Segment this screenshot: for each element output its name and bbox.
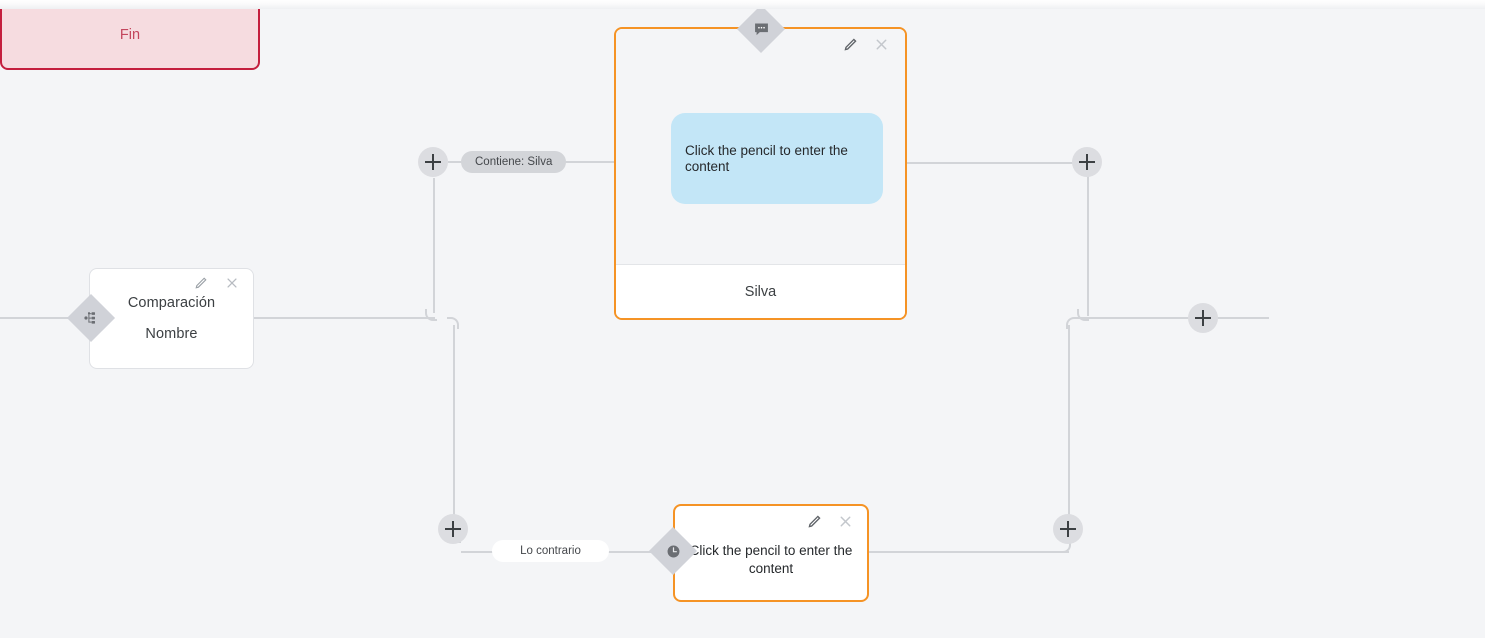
message-bubble: Click the pencil to enter the content	[671, 113, 883, 204]
close-icon[interactable]	[838, 514, 853, 529]
node-comparacion-tools	[194, 276, 239, 290]
node-small-message-tools	[807, 514, 853, 529]
close-icon[interactable]	[225, 276, 239, 290]
pencil-icon[interactable]	[194, 276, 208, 290]
small-message-text: Click the pencil to enter the content	[689, 543, 853, 576]
edge-merge-corner-top	[1077, 309, 1089, 321]
node-small-message[interactable]: Click the pencil to enter the content	[673, 504, 869, 602]
edge-corner-up	[425, 309, 437, 321]
add-node-end[interactable]	[1188, 303, 1218, 333]
node-message-body: Click the pencil to enter the content	[616, 29, 905, 264]
edge-branch-up	[433, 178, 435, 313]
compare-node-handle[interactable]	[66, 293, 116, 343]
end-label: Fin	[119, 27, 141, 43]
node-end[interactable]: Fin	[0, 0, 260, 70]
comparacion-subtitle: Nombre	[145, 326, 198, 342]
edge-msg-out	[907, 162, 1083, 164]
message-bubble-text: Click the pencil to enter the content	[685, 142, 848, 174]
message-node-handle[interactable]	[736, 4, 786, 54]
add-node-top-left[interactable]	[418, 147, 448, 177]
edge-entry	[0, 317, 74, 319]
pencil-icon[interactable]	[807, 514, 822, 529]
edge-merge-top	[1087, 176, 1089, 316]
edge-merge-vert-bottom	[1068, 325, 1070, 515]
close-icon[interactable]	[874, 37, 889, 52]
edge-compare-out	[254, 317, 435, 319]
edge-small-corner	[1059, 541, 1071, 553]
clock-icon	[656, 534, 690, 568]
branch-icon	[74, 301, 108, 335]
add-node-bottom-right[interactable]	[1053, 514, 1083, 544]
top-strip	[0, 0, 1485, 9]
edge-corner-down	[447, 317, 459, 329]
pencil-icon[interactable]	[843, 37, 858, 52]
chat-bubble-icon	[744, 12, 778, 46]
edge-label-true[interactable]: Contiene: Silva	[461, 151, 567, 173]
edge-branch-down	[453, 325, 455, 531]
edge-small-out	[869, 551, 1069, 553]
comparacion-title: Comparación	[127, 295, 216, 311]
small-message-node-handle[interactable]	[648, 526, 698, 576]
edge-label-false[interactable]: Lo contrario	[492, 540, 609, 562]
edge-merge-line	[1075, 317, 1269, 319]
add-node-top-right[interactable]	[1072, 147, 1102, 177]
node-message-tools	[843, 37, 889, 52]
node-message[interactable]: Click the pencil to enter the content Si…	[614, 27, 907, 320]
add-node-bottom-left[interactable]	[438, 514, 468, 544]
message-footer: Silva	[616, 264, 905, 318]
edge-merge-corner-bottom	[1066, 317, 1078, 329]
node-comparacion[interactable]: Comparación Nombre	[89, 268, 254, 369]
